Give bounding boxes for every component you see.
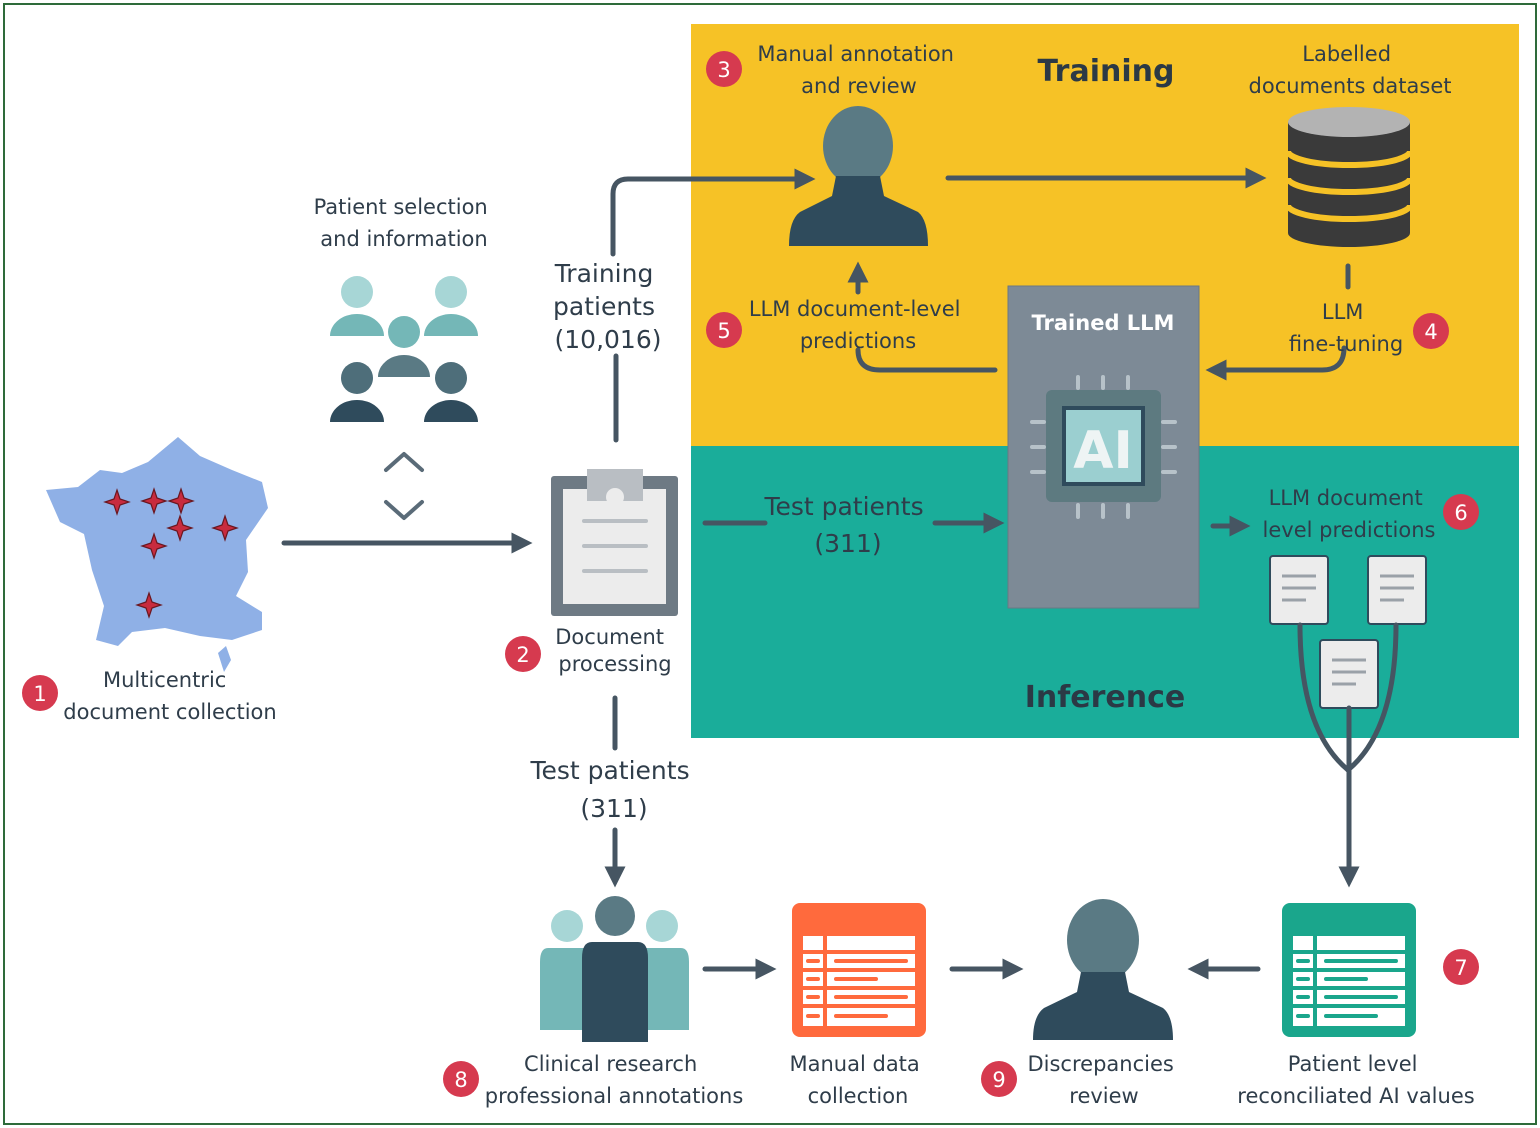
reviewer-person-icon: [1033, 899, 1173, 1040]
data-table-icon: [792, 903, 926, 1037]
patient-level-label: Patient level reconciliated AI values: [1237, 1052, 1474, 1108]
svg-text:9: 9: [992, 1068, 1005, 1092]
step-badge-8: 8: [443, 1061, 479, 1097]
discrepancies-review-label: Discrepancies review: [1027, 1052, 1180, 1108]
manual-data-collection-label: Manual data collection: [790, 1052, 927, 1108]
annotator-person-icon: [789, 106, 928, 246]
trained-llm-label: Trained LLM: [1032, 311, 1175, 335]
patient-group-icon: [330, 276, 478, 422]
professionals-group-icon: [540, 896, 689, 1042]
clipboard-icon: [551, 469, 678, 616]
arrow-finetune-to-llm: [1205, 345, 1347, 381]
svg-text:7: 7: [1454, 956, 1467, 980]
document-processing-label: Document processing: [555, 625, 671, 676]
patient-selection-label: Patient selection and information: [314, 195, 495, 251]
step-badge-3: 3: [706, 51, 742, 87]
svg-text:5: 5: [717, 319, 730, 343]
step-badge-9: 9: [981, 1061, 1017, 1097]
svg-text:8: 8: [454, 1068, 467, 1092]
data-table-icon: [1282, 903, 1416, 1037]
step-badge-1: 1: [22, 675, 58, 711]
arrow-doc1-merge: [1297, 622, 1351, 773]
document-icon: [1269, 555, 1329, 625]
test-patients-bottom-label: Test patients (311): [529, 756, 697, 823]
step-badge-2: 2: [505, 636, 541, 672]
manual-annotation-label: Manual annotation and review: [757, 42, 960, 98]
hospital-site-markers: [103, 487, 239, 619]
document-icon: [1319, 639, 1379, 709]
training-title: Training: [1038, 54, 1175, 89]
clinical-research-label: Clinical research professional annotatio…: [485, 1052, 744, 1108]
step-badge-6: 6: [1443, 494, 1479, 530]
svg-text:1: 1: [33, 682, 46, 706]
test-patients-inference-label: Test patients (311): [763, 492, 931, 558]
expand-chevrons-icon: [384, 452, 424, 520]
llm-chip-icon: [1007, 285, 1200, 609]
step-badge-5: 5: [706, 312, 742, 348]
llm-doc-predictions-label: LLM document-level predictions: [749, 297, 967, 353]
svg-text:3: 3: [717, 58, 730, 82]
flow-arrows: [281, 167, 1399, 980]
svg-text:4: 4: [1424, 320, 1437, 344]
document-icon: [1367, 555, 1427, 625]
ai-chip-label: AI: [1073, 421, 1133, 481]
svg-text:2: 2: [516, 643, 529, 667]
arrow-to-annotation: [610, 168, 816, 257]
llm-finetuning-label: LLM fine-tuning: [1289, 300, 1403, 356]
labelled-dataset-label: Labelled documents dataset: [1249, 42, 1452, 98]
database-icon: [1285, 107, 1413, 247]
llm-doc-level-predictions-label: LLM document level predictions: [1263, 486, 1436, 542]
step-badge-4: 4: [1413, 313, 1449, 349]
svg-text:6: 6: [1454, 501, 1467, 525]
training-patients-label: Training patients (10,016): [553, 259, 663, 354]
arrow-llm-to-predictions: [855, 347, 998, 373]
step-badge-7: 7: [1443, 949, 1479, 985]
multicentric-label: Multicentric document collection: [63, 668, 276, 724]
inference-title: Inference: [1025, 680, 1186, 715]
arrow-doc2-merge: [1345, 622, 1399, 773]
